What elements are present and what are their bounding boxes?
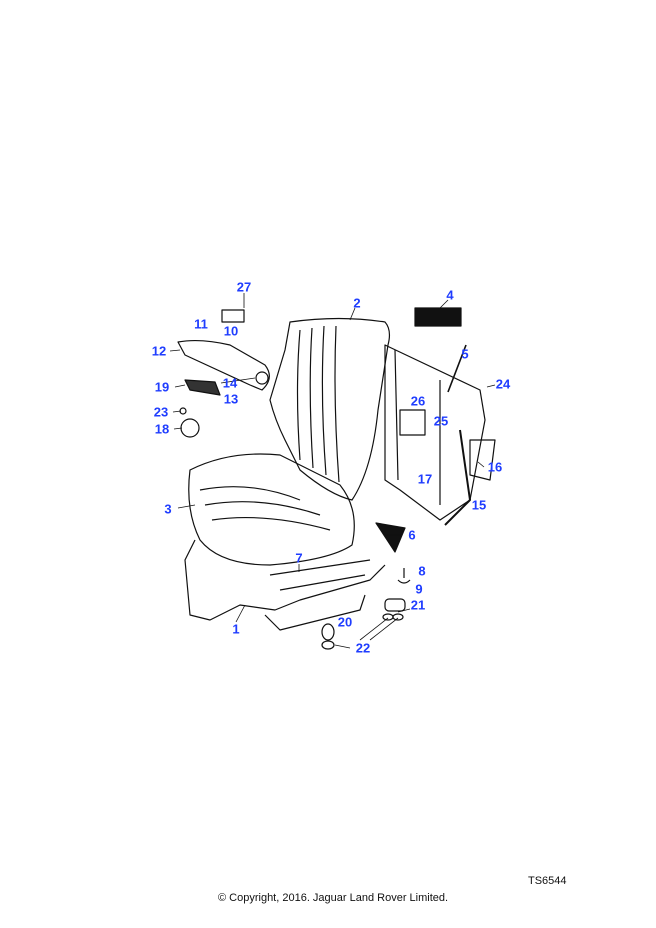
callout-4[interactable]: 4 — [446, 287, 454, 303]
copyright-notice: © Copyright, 2016. Jaguar Land Rover Lim… — [218, 892, 449, 904]
callout-14[interactable]: 14 — [222, 375, 238, 391]
callout-5[interactable]: 5 — [461, 346, 469, 362]
callout-27[interactable]: 27 — [236, 279, 252, 295]
callout-3[interactable]: 3 — [164, 501, 172, 517]
callout-18[interactable]: 18 — [154, 421, 170, 437]
armrest-drawing — [177, 339, 270, 391]
side-panel-drawing — [384, 344, 486, 521]
seat-cushion-drawing — [188, 453, 355, 566]
callout-6[interactable]: 6 — [408, 527, 416, 543]
callout-10[interactable]: 10 — [223, 323, 239, 339]
callout-19[interactable]: 19 — [154, 379, 170, 395]
callout-23[interactable]: 23 — [153, 404, 169, 420]
callout-7[interactable]: 7 — [295, 550, 303, 566]
callout-12[interactable]: 12 — [151, 343, 167, 359]
callout-15[interactable]: 15 — [471, 497, 487, 513]
callout-17[interactable]: 17 — [417, 471, 433, 487]
callout-8[interactable]: 8 — [418, 563, 426, 579]
seat-frame-drawing — [184, 539, 386, 621]
callout-26[interactable]: 26 — [410, 393, 426, 409]
callout-11[interactable]: 11 — [194, 316, 208, 332]
callout-22[interactable]: 22 — [355, 640, 371, 656]
callout-13[interactable]: 13 — [223, 391, 239, 407]
illustration-reference: TS6544 — [528, 875, 567, 887]
callout-24[interactable]: 24 — [495, 376, 511, 392]
callout-25[interactable]: 25 — [433, 413, 449, 429]
callout-16[interactable]: 16 — [487, 459, 503, 475]
callout-20[interactable]: 20 — [337, 614, 353, 630]
callout-2[interactable]: 2 — [353, 295, 361, 311]
callout-21[interactable]: 21 — [410, 597, 426, 613]
callout-9[interactable]: 9 — [415, 581, 423, 597]
backrest-drawing — [269, 317, 391, 501]
callout-1[interactable]: 1 — [232, 621, 240, 637]
